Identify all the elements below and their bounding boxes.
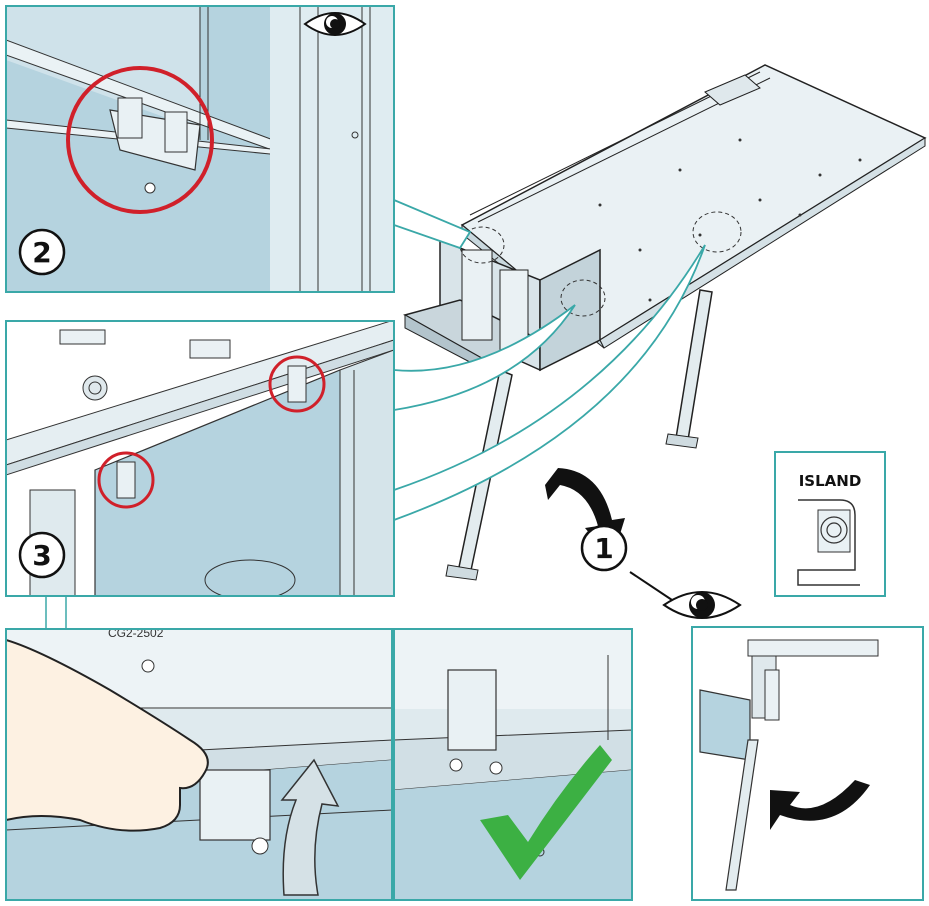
step-badge-2: 2	[18, 228, 66, 276]
island-badge: ISLAND	[774, 451, 886, 597]
check-icon	[480, 745, 612, 880]
step-badge-1: 1	[580, 524, 628, 572]
panel-bracket	[45, 596, 67, 629]
eye-icon-view	[662, 591, 742, 619]
main-hood-illustration	[403, 64, 927, 581]
callout-connectors	[393, 198, 706, 522]
step-number-2: 2	[32, 236, 51, 269]
step-badge-3: 3	[18, 531, 66, 579]
panel-detail-hand: CG2-2502	[5, 626, 393, 901]
panel-detail-rotation	[691, 626, 924, 901]
highlight-circle	[66, 66, 214, 214]
panel-step-2: 2	[5, 5, 395, 293]
step-number-1: 1	[594, 532, 613, 565]
step-number-3: 3	[32, 539, 51, 572]
eye-icon	[303, 12, 367, 36]
part-code-label: CG2-2502	[108, 626, 164, 640]
panel-detail-check	[393, 628, 633, 901]
panel-step-3: 3	[5, 320, 395, 597]
island-label: ISLAND	[799, 472, 862, 490]
curved-arrow-icon	[770, 780, 870, 830]
up-arrow-icon	[280, 758, 340, 896]
